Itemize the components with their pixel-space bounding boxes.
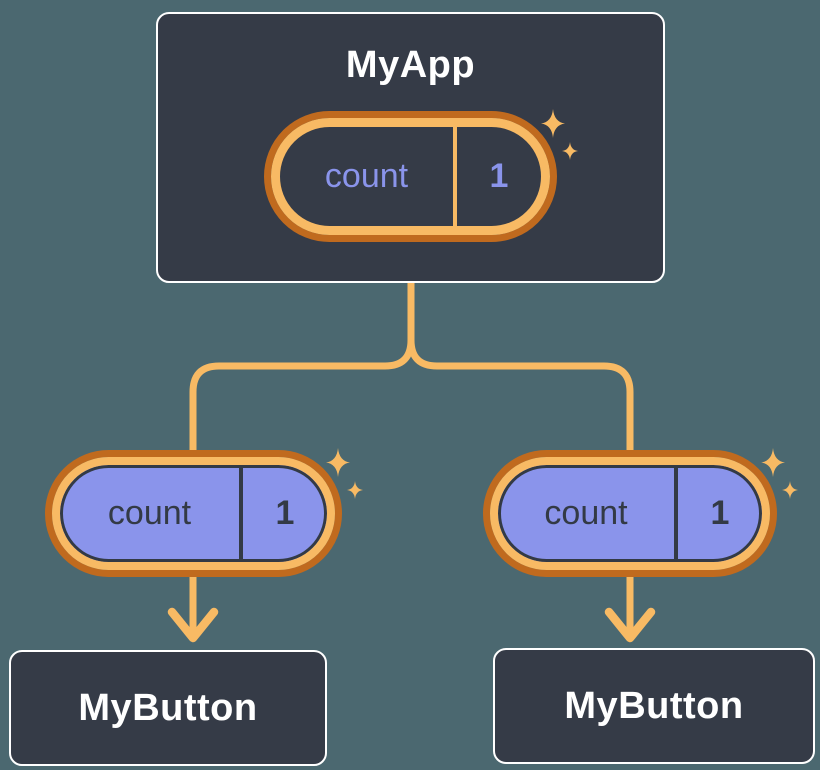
state-pill-body: count 1 [271,118,550,235]
sparkle-icon-large [326,448,350,477]
pill-divider [453,127,457,226]
node-title: MyApp [345,44,476,86]
node-title: MyButton [564,684,744,727]
myapp-node: MyApp count 1 [156,12,665,283]
sparkle-icon-small [347,481,363,499]
pill-value-label: 1 [710,494,730,532]
sparkle-icon-small [782,481,798,499]
pill-divider [239,465,243,562]
prop-pill-left: count 1 [45,448,363,577]
prop-pill-body: count 1 [490,457,770,570]
connector-right-branch [407,278,634,637]
node-title: MyButton [78,686,258,729]
pill-value-label: 1 [489,157,509,195]
pill-value-label: 1 [275,494,295,532]
arrow-down-icon [604,607,656,643]
prop-pill-body: count 1 [52,457,335,570]
sparkle-icon-large [761,448,785,477]
pill-name-label: count [544,494,628,532]
mybutton-node-left: MyButton [9,650,327,766]
prop-pill-right: count 1 [483,448,798,577]
pill-name-label: count [107,494,192,532]
pill-name-label: count [324,157,409,195]
state-pill: count 1 [264,109,578,242]
sparkle-icon-large [541,109,565,138]
arrow-down-icon [167,607,219,643]
pill-divider [674,465,678,562]
mybutton-node-right: MyButton [493,648,815,764]
sparkle-icon-small [562,142,578,160]
